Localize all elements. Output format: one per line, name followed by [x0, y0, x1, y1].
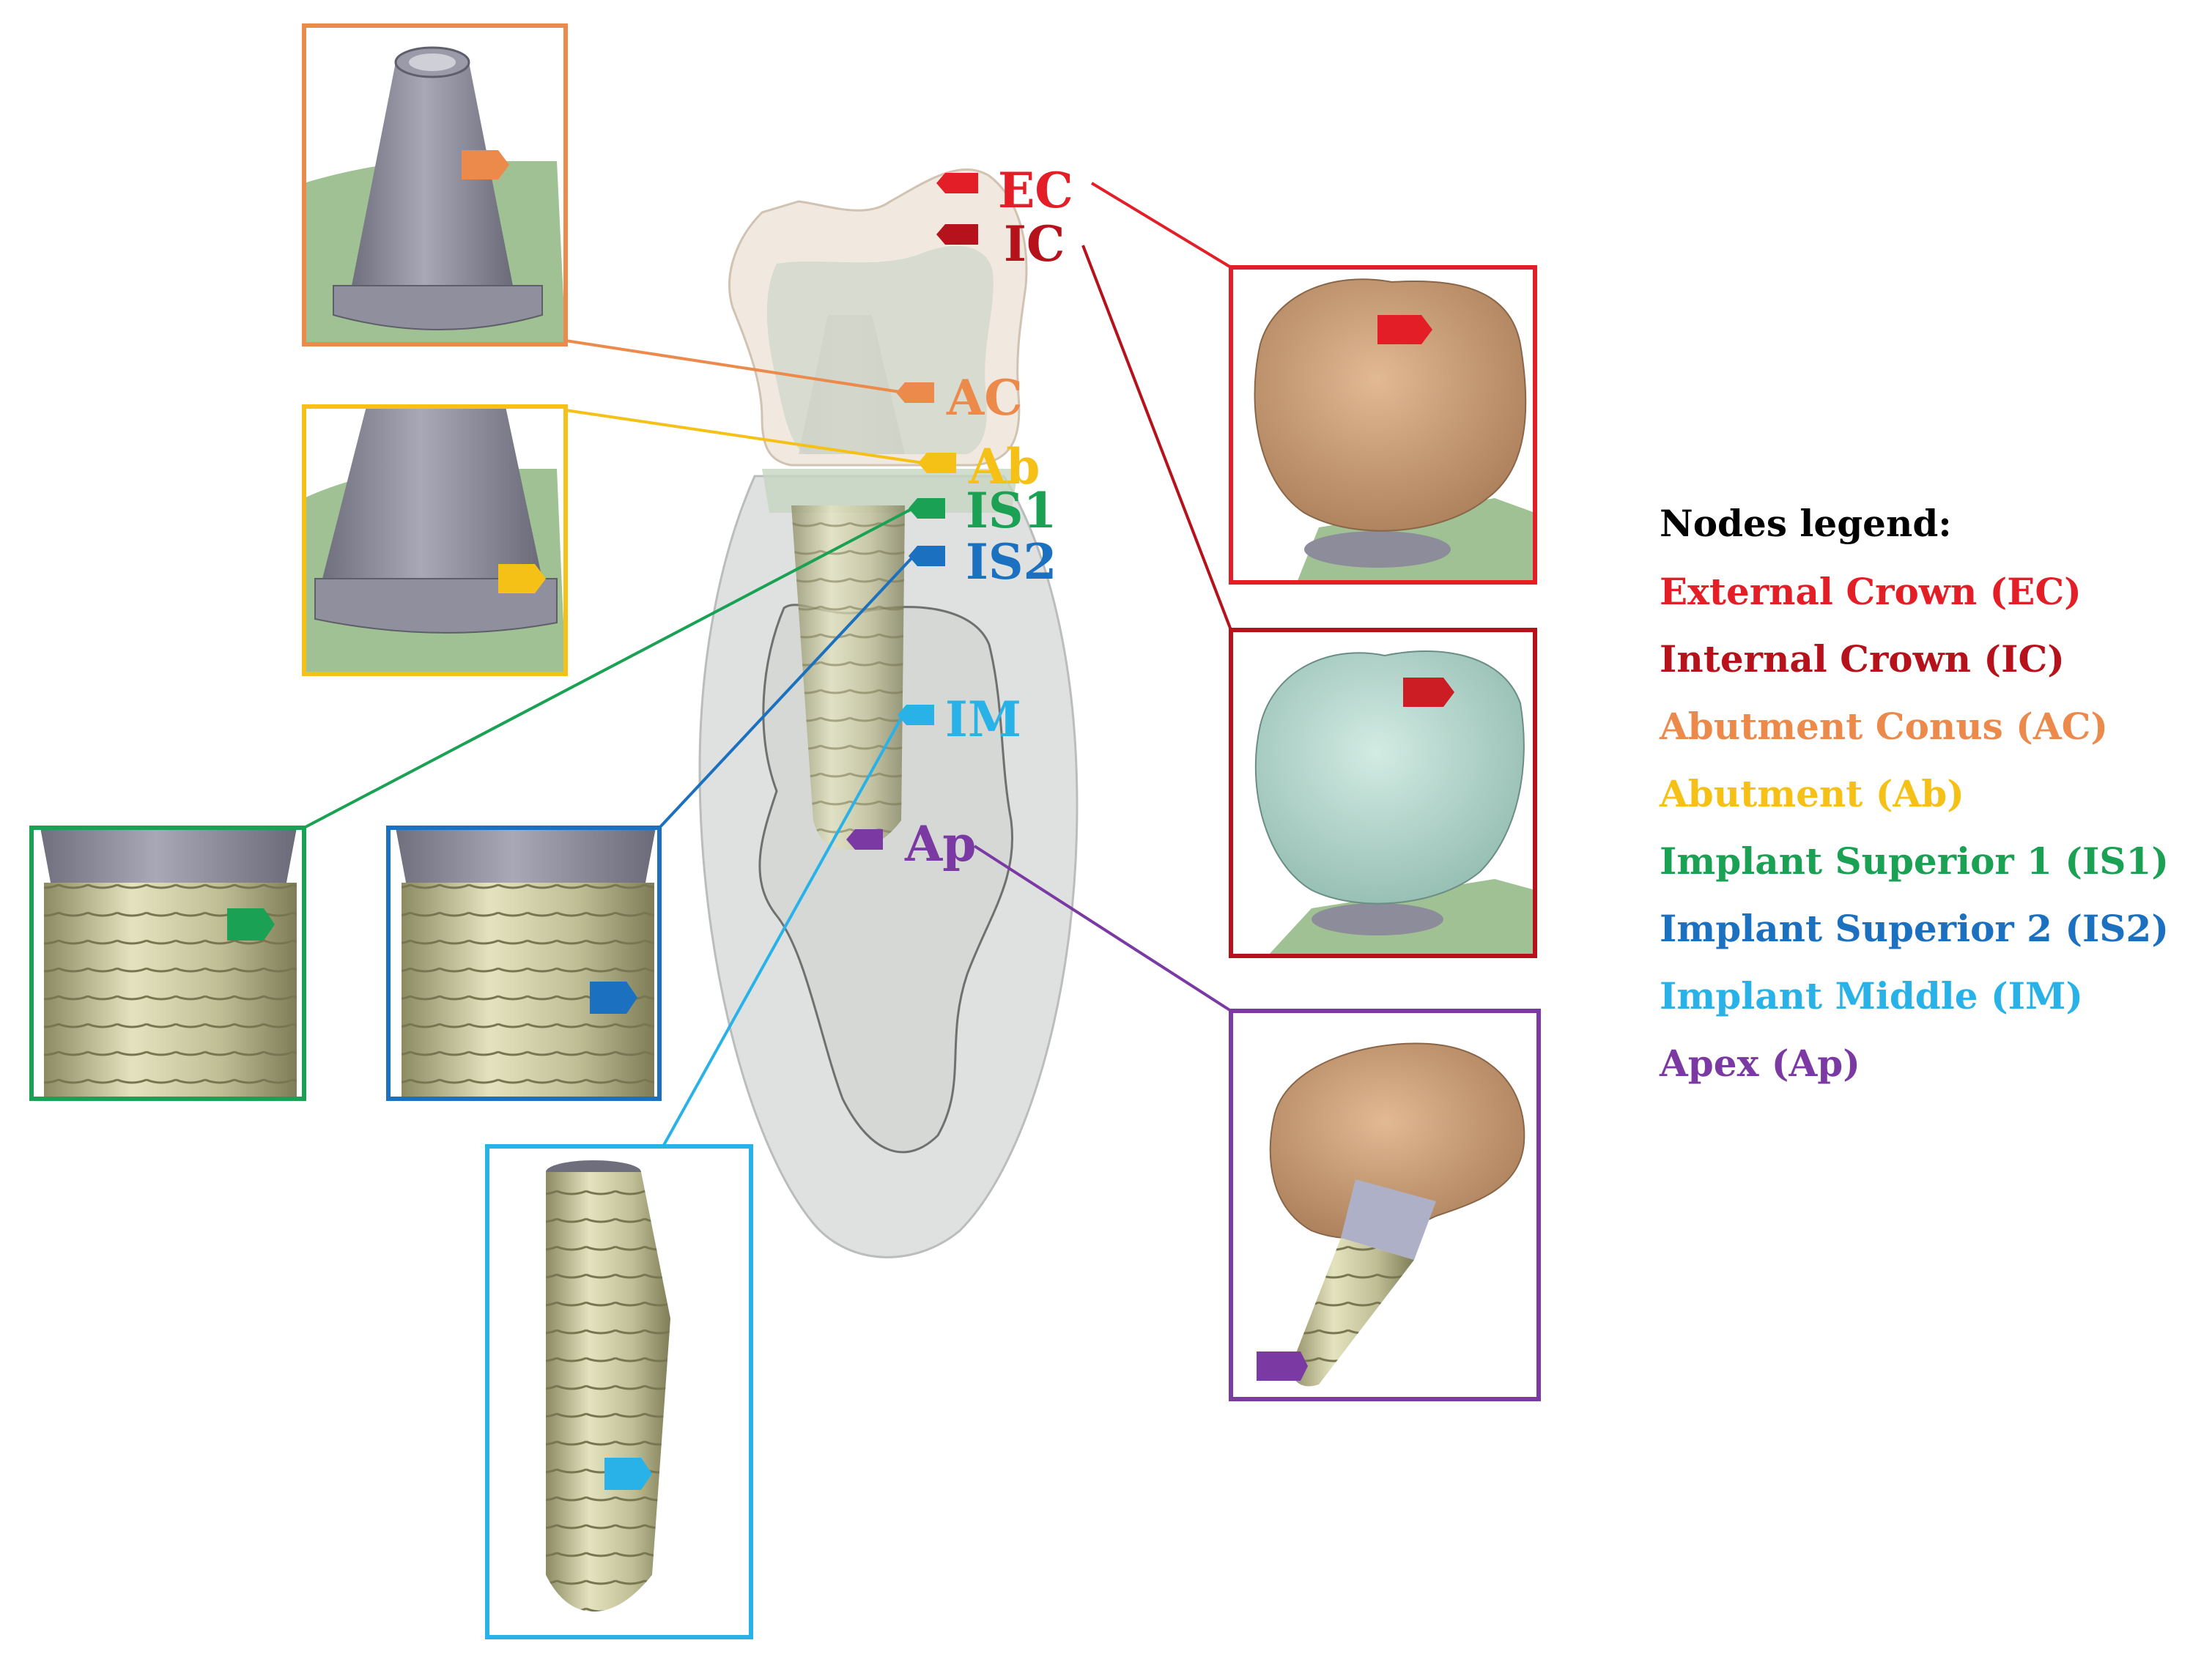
inset-im-frame	[485, 1144, 753, 1639]
label-ap: Ap	[904, 815, 976, 872]
label-ec: EC	[998, 162, 1073, 219]
marker-ap	[846, 829, 883, 850]
connector-ec	[1090, 182, 1232, 269]
gum-collar	[762, 469, 1018, 513]
inset-ap	[1229, 1009, 1541, 1401]
connector-ic	[1081, 245, 1232, 631]
label-ic: IC	[1004, 215, 1065, 272]
inset-ic	[1229, 628, 1537, 958]
marker-im	[898, 705, 934, 725]
marker-is2	[909, 546, 945, 566]
inset-is1	[29, 826, 306, 1101]
connector-im	[662, 717, 903, 1147]
legend-item-ab: Abutment (Ab)	[1659, 772, 1964, 815]
connector-lines	[303, 182, 1232, 1147]
node-markers	[846, 173, 978, 850]
legend-item-ac: Abutment Conus (AC)	[1659, 705, 2108, 748]
label-ab: Ab	[968, 438, 1040, 495]
connector-ac	[565, 339, 900, 393]
crown-inner	[766, 245, 994, 454]
inset-ac	[302, 23, 568, 346]
connector-is2	[658, 555, 914, 829]
node-labels: EC IC AC Ab IS1 IS2 IM Ap	[904, 162, 1073, 872]
marker-ic	[936, 224, 978, 245]
connector-is1	[303, 508, 912, 829]
inset-ab-frame	[302, 404, 568, 676]
inset-is2-frame	[386, 826, 662, 1101]
legend-item-ap: Apex (Ap)	[1659, 1042, 1860, 1085]
marker-ac	[896, 382, 934, 403]
inset-im	[485, 1144, 753, 1639]
legend-item-im: Implant Middle (IM)	[1660, 974, 2083, 1017]
legend-item-is2: Implant Superior 2 (IS2)	[1660, 907, 2169, 950]
inset-ic-frame	[1229, 628, 1537, 958]
legend-item-ec: External Crown (EC)	[1660, 570, 2082, 613]
marker-is1	[909, 498, 945, 519]
nodes-legend: Nodes legend: External Crown (EC) Intern…	[1659, 502, 2169, 1085]
label-ac: AC	[946, 369, 1023, 426]
label-im: IM	[945, 691, 1021, 748]
label-is2: IS2	[966, 533, 1057, 590]
inset-ac-frame	[302, 23, 568, 346]
legend-item-ic: Internal Crown (IC)	[1660, 637, 2065, 681]
inset-ec-frame	[1229, 265, 1537, 585]
inset-ap-frame	[1229, 1009, 1541, 1401]
connector-ap	[973, 845, 1232, 1012]
label-is1: IS1	[966, 482, 1057, 539]
inset-is1-frame	[29, 826, 306, 1101]
inset-is2	[386, 826, 662, 1101]
inset-ec	[1229, 265, 1537, 585]
legend-item-is1: Implant Superior 1 (IS1)	[1660, 839, 2169, 883]
inset-ab	[302, 404, 568, 676]
legend-title: Nodes legend:	[1660, 502, 1952, 545]
connector-ab	[565, 409, 924, 464]
marker-ec	[936, 173, 978, 193]
marker-ab	[918, 453, 956, 473]
